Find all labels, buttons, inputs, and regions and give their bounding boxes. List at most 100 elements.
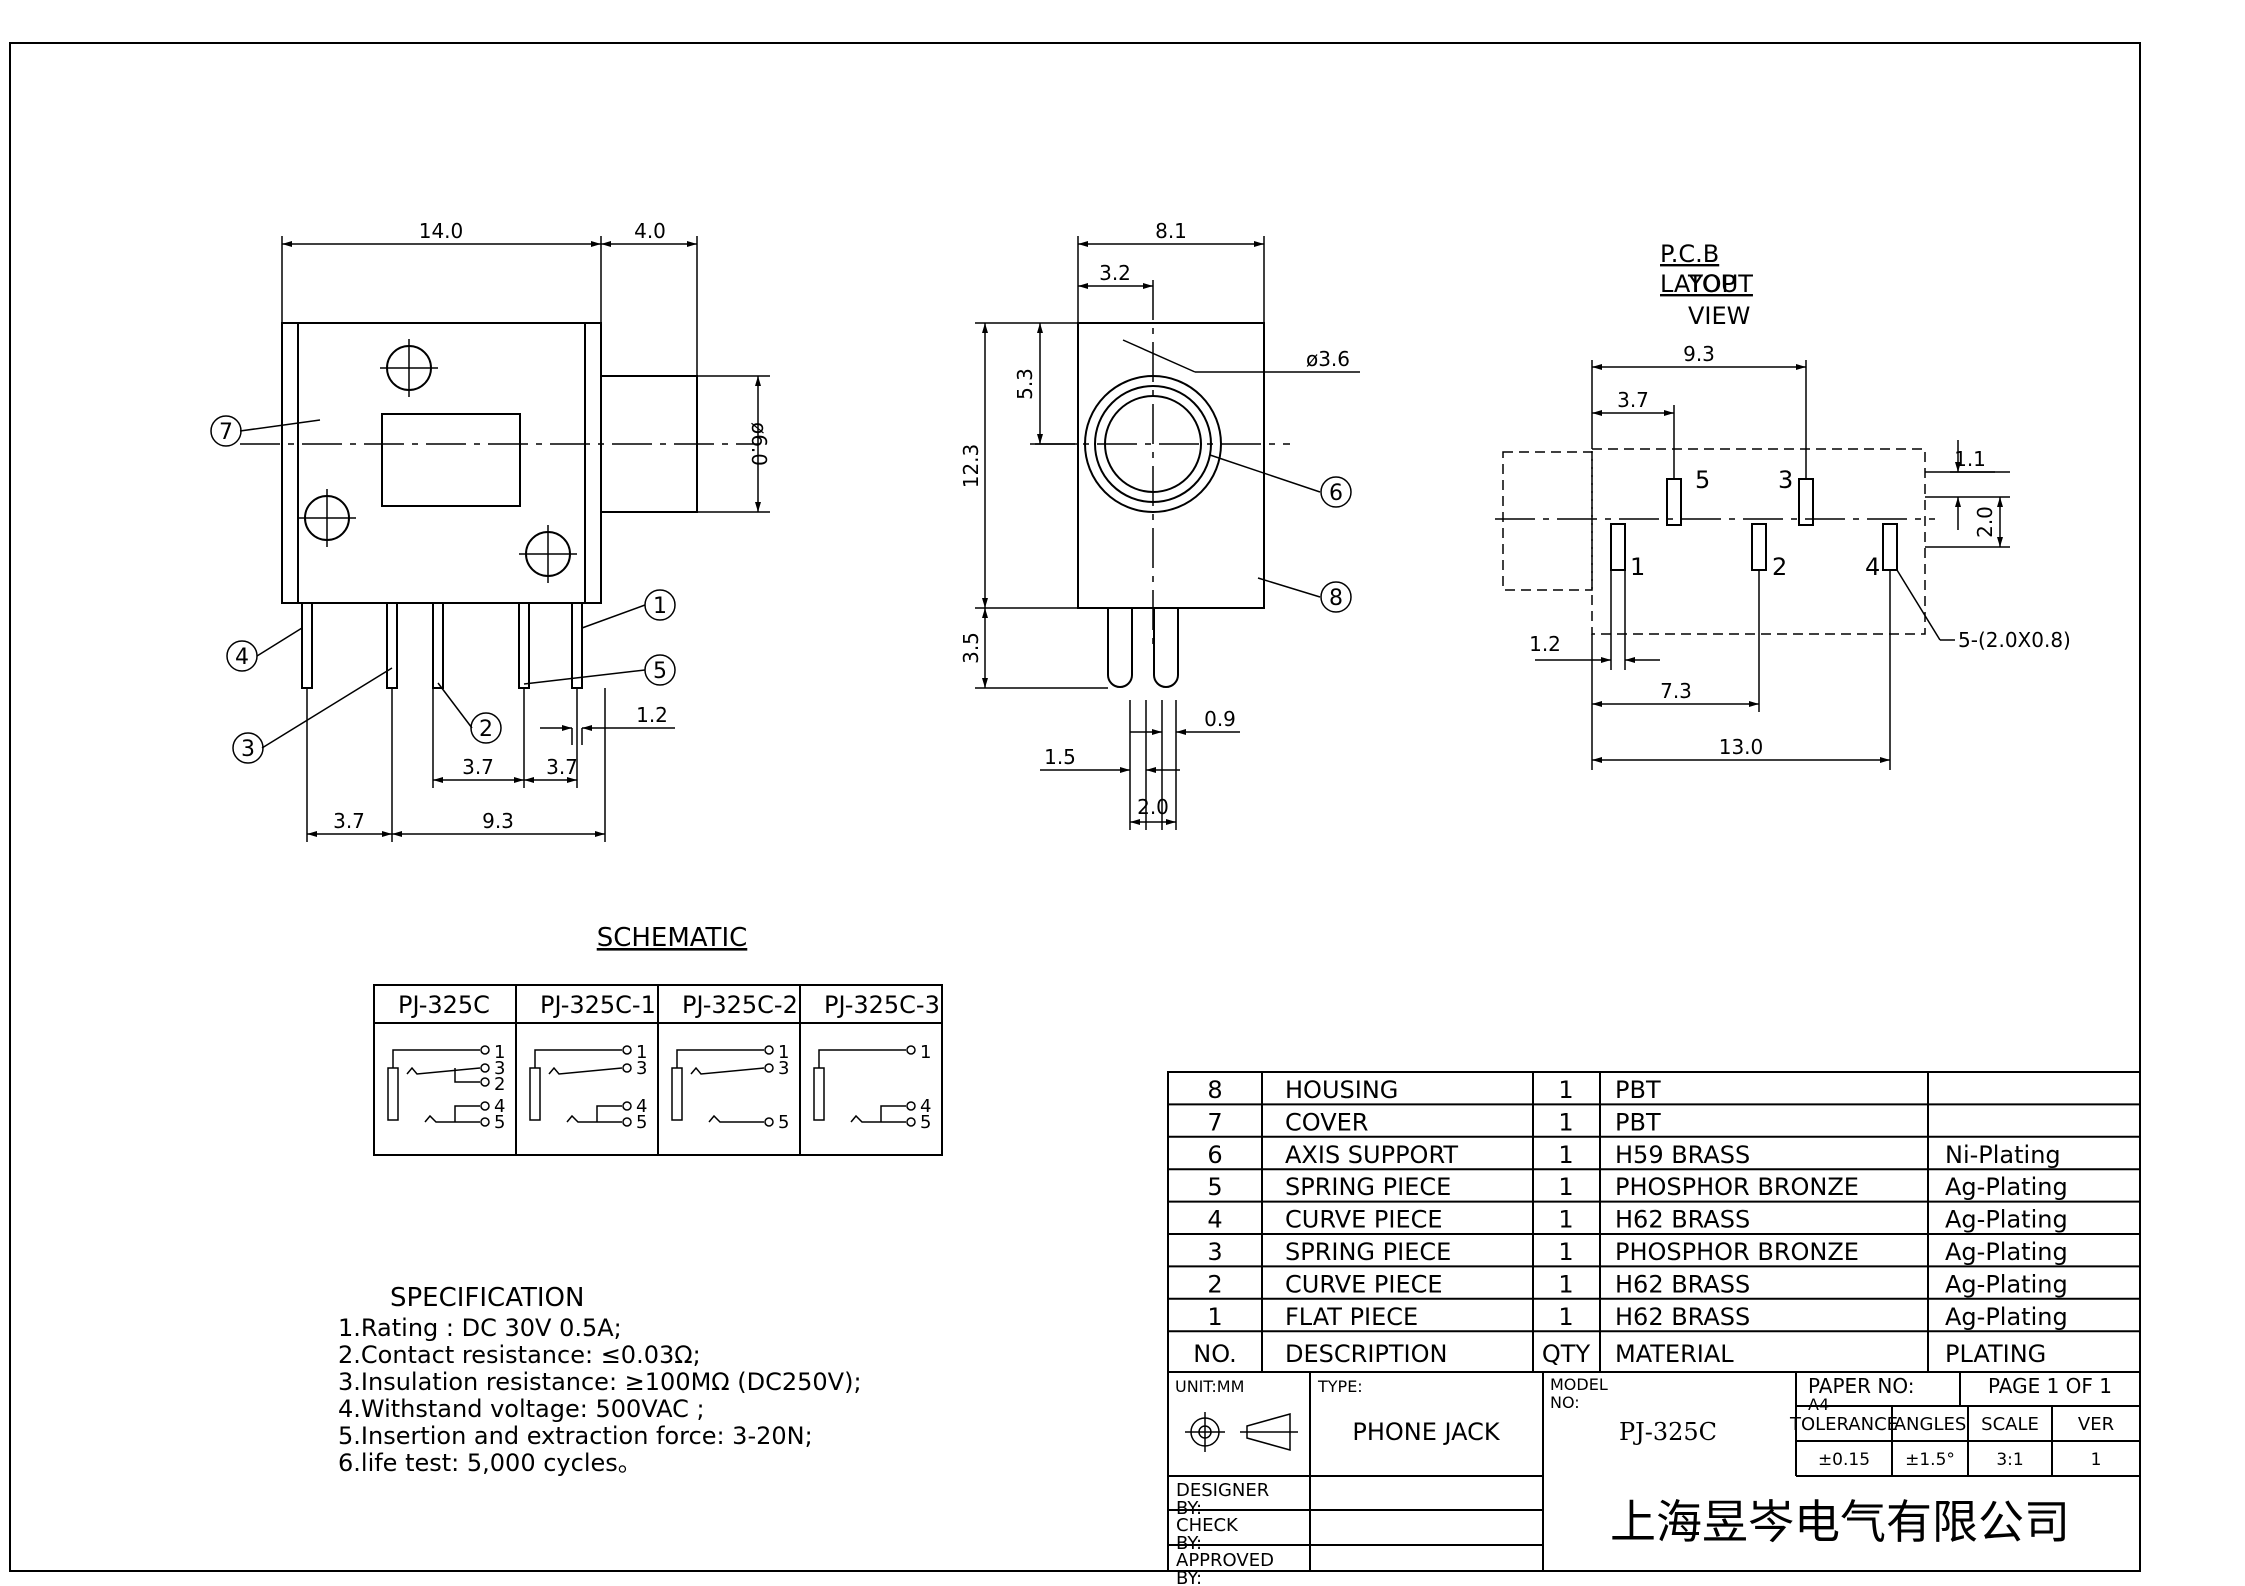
callout-8: 8 [1329, 586, 1343, 611]
angles-label: ANGLES [1894, 1414, 1967, 1435]
dim-front-pin-a: 1.5 [1044, 745, 1076, 769]
spec-line: 1.Rating : DC 30V 0.5A; [338, 1314, 622, 1342]
bom-cell-qty: 1 [1558, 1206, 1573, 1234]
dim-pcb-edge: 1.2 [1529, 632, 1561, 656]
spec-line: 4.Withstand voltage: 500VAC ; [338, 1395, 705, 1423]
schematic-symbol-1: 1 3 4 5 [529, 1042, 647, 1133]
pcb-slot [1798, 478, 1814, 526]
type-value: PHONE JACK [1352, 1418, 1501, 1446]
bom-cell-qty: 1 [1558, 1173, 1573, 1201]
designer-label: DESIGNER [1176, 1480, 1269, 1501]
terminal-label: 1 [494, 1042, 505, 1063]
bom-cell-desc: FLAT PIECE [1285, 1303, 1418, 1331]
bom-cell-plating: Ag-Plating [1945, 1173, 2068, 1201]
front-hole-outer [1084, 375, 1222, 513]
title-block: UNIT:MM TYPE: PHONE JACK MODEL NO: PJ-32… [1167, 1371, 2141, 1586]
pcb-heading-line2: LAYOUT [1660, 270, 1753, 298]
specification: SPECIFICATION 1.Rating : DC 30V 0.5A; 2.… [338, 1283, 862, 1477]
bom-cell-material: H59 BRASS [1615, 1141, 1750, 1169]
dim-front-pin-b: 0.9 [1204, 707, 1236, 731]
side-pin [386, 602, 398, 689]
spec-line: 3.Insulation resistance: ≥100MΩ (DC250V)… [338, 1368, 862, 1396]
bom-header-no: NO. [1193, 1340, 1237, 1368]
dim-side-base-a: 3.7 [333, 809, 365, 833]
pcb-outline [1591, 448, 1926, 635]
side-pin [432, 602, 444, 689]
bom-cell-desc: AXIS SUPPORT [1285, 1141, 1458, 1169]
pcb-slot [1882, 523, 1898, 571]
approved-by: BY: [1176, 1568, 1202, 1586]
dim-front-width: 8.1 [1155, 219, 1187, 243]
bom-cell-material: PBT [1615, 1108, 1661, 1136]
bom-cell-no: 3 [1207, 1238, 1222, 1266]
terminal-label: 3 [778, 1058, 789, 1079]
tolerance-label: TOLERANCE [1789, 1414, 1898, 1435]
terminal-label: 5 [494, 1112, 505, 1133]
dim-pcb-span: 9.3 [1683, 342, 1715, 366]
dim-front-center-h: 5.3 [1013, 368, 1037, 400]
screw-hole-top [380, 339, 438, 397]
callout-6: 6 [1329, 481, 1343, 506]
approved-label: APPROVED [1176, 1550, 1274, 1571]
front-view: 8.1 3.2 5.3 12.3 3.5 ø3.6 6 8 1.5 0.9 2.… [959, 219, 1360, 830]
front-pin-right [1153, 608, 1179, 688]
pcb-slot [1751, 523, 1767, 571]
terminal-label: 4 [920, 1096, 931, 1117]
screw-hole-right [519, 525, 577, 583]
schematic-model-3: PJ-325C-3 [824, 991, 940, 1019]
bom-cell-no: 2 [1207, 1270, 1222, 1298]
bom-header-plating: PLATING [1945, 1340, 2046, 1368]
bom-header-desc: DESCRIPTION [1285, 1340, 1447, 1368]
pcb-slot [1666, 478, 1682, 526]
terminal-label: 1 [636, 1042, 647, 1063]
scale-label: SCALE [1981, 1414, 2039, 1435]
bom-cell-plating: Ni-Plating [1945, 1141, 2061, 1169]
front-hole-inner [1104, 395, 1202, 493]
callout-4: 4 [235, 645, 249, 670]
schematic-symbol-3: 1 4 5 [813, 1042, 931, 1133]
bom-cell-no: 7 [1207, 1108, 1222, 1136]
bom-cell-no: 6 [1207, 1141, 1222, 1169]
bom-cell-no: 8 [1207, 1076, 1222, 1104]
unit-label: UNIT:MM [1175, 1377, 1244, 1396]
model-label-no: NO: [1550, 1393, 1580, 1412]
designer-by: BY: [1176, 1498, 1202, 1519]
bom-cell-plating: Ag-Plating [1945, 1206, 2068, 1234]
side-pin [571, 602, 583, 689]
callout-7: 7 [219, 420, 233, 445]
dim-pcb-offset: 3.7 [1617, 388, 1649, 412]
page-label: PAGE 1 OF 1 [1988, 1374, 2112, 1398]
terminal-label: 5 [778, 1112, 789, 1133]
paper-label: PAPER NO: [1808, 1374, 1915, 1398]
pcb-heading-view: VIEW [1688, 302, 1750, 330]
dim-pcb-rows: 2.0 [1973, 506, 1997, 538]
schematic-symbol-2: 1 3 5 [671, 1042, 789, 1133]
schematic-model-1: PJ-325C-1 [540, 991, 656, 1019]
spec-line: 5.Insertion and extraction force: 3-20N; [338, 1422, 813, 1450]
bom-cell-no: 4 [1207, 1206, 1222, 1234]
dim-front-pin-length: 3.5 [959, 632, 983, 664]
pcb-pin-2: 2 [1772, 553, 1787, 581]
bom-cell-qty: 1 [1558, 1270, 1573, 1298]
bom-cell-no: 5 [1207, 1173, 1222, 1201]
check-label: CHECK [1176, 1515, 1239, 1536]
terminal-label: 4 [494, 1096, 505, 1117]
side-window [381, 413, 521, 507]
screw-hole-left [298, 489, 356, 547]
schematic-symbol-0: 1 3 2 4 5 [387, 1042, 505, 1133]
dim-front-offset: 3.2 [1099, 261, 1131, 285]
bom-cell-desc: HOUSING [1285, 1076, 1398, 1104]
bom-cell-material: H62 BRASS [1615, 1206, 1750, 1234]
terminal-label: 4 [636, 1096, 647, 1117]
bom-cell-material: H62 BRASS [1615, 1270, 1750, 1298]
terminal-label: 1 [920, 1042, 931, 1063]
callout-5: 5 [653, 659, 667, 684]
dim-front-height: 12.3 [959, 444, 983, 489]
model-value: PJ-325C [1619, 1418, 1717, 1446]
dim-side-pin-gap-b: 3.7 [546, 755, 578, 779]
drawing-border [9, 42, 2141, 1572]
